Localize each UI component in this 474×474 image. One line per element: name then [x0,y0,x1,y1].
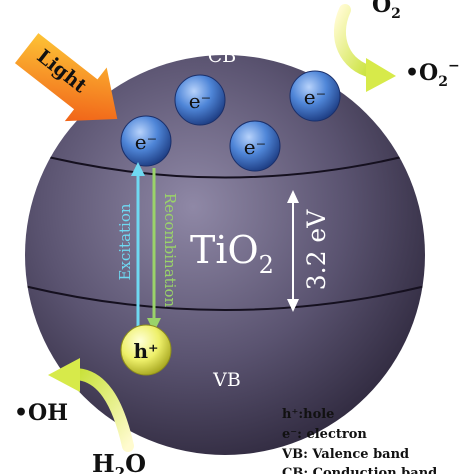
vb-label: VB [212,369,241,391]
hole: h⁺ [120,324,172,376]
legend-item: h⁺:hole [282,407,334,422]
o2-label: O2 [372,0,401,22]
superoxide-label: •O2− [405,58,460,90]
svg-text:e⁻: e⁻ [189,89,211,113]
legend-item: CB: Conduction band [282,466,437,474]
recombination-label: Recombination [161,193,179,308]
excitation-arrowhead [131,162,145,176]
conduction-band-edge [25,149,425,179]
recombination-arrowhead [147,318,161,332]
svg-text:e⁻: e⁻ [304,85,326,109]
electron: e⁻ [229,120,281,172]
h2o-oxidation-arrow [68,368,134,452]
legend-item: e⁻: electron [282,427,367,442]
excitation-label: Excitation [116,203,134,280]
cb-label: CB [208,45,237,67]
h2o-oxidation-arrowhead [48,358,80,392]
water-label: H2O [92,449,146,474]
band-gap-label: 3.2 eV [302,209,331,291]
o2-reduction-arrow [333,4,378,78]
valence-band-edge [25,284,425,311]
o2-reduction-arrowhead [366,58,396,92]
hydroxyl-label: •OH [14,400,68,426]
excited-electron: e⁻ [120,115,172,167]
light-arrow [14,33,118,122]
material-label: TiO2 [190,228,274,279]
electron: e⁻ [289,70,341,122]
band-gap-arrow [287,190,299,312]
svg-text:e⁻: e⁻ [135,130,157,154]
legend: h⁺:hole e⁻: electron VB: Valence band CB… [281,407,437,474]
svg-text:h⁺: h⁺ [133,339,158,363]
electron: e⁻ [174,74,226,126]
legend-item: VB: Valence band [281,447,409,462]
svg-text:e⁻: e⁻ [244,135,266,159]
